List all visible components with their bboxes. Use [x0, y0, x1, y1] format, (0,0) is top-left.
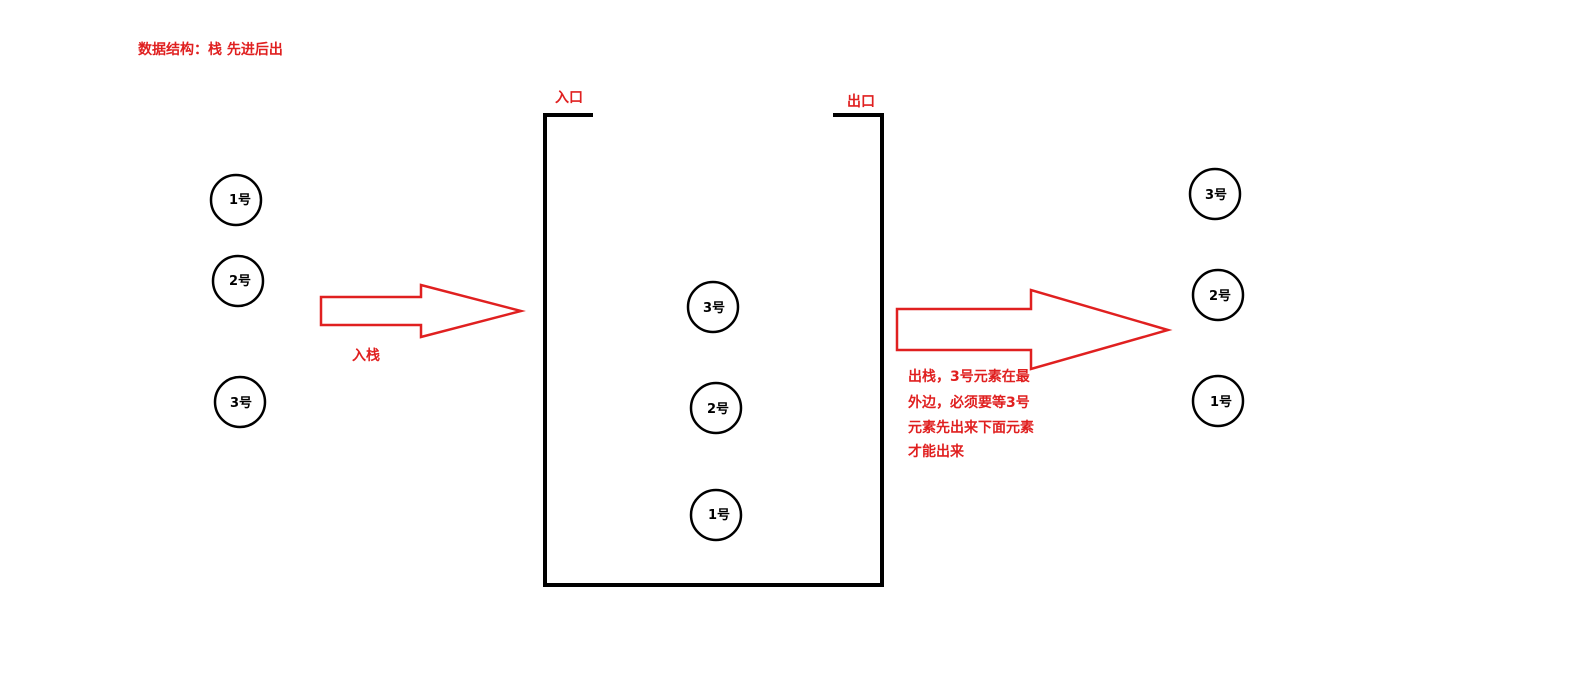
- output-ball: 3号: [1188, 167, 1242, 221]
- diagram-title: 数据结构：栈 先进后出: [138, 41, 283, 58]
- stack-container: [543, 113, 884, 587]
- push-label: 入栈: [352, 347, 380, 364]
- input-ball: 2号: [211, 254, 265, 308]
- input-ball-label: 2号: [229, 274, 251, 289]
- pop-note-line: 出栈，3号元素在最: [908, 368, 1031, 385]
- output-ball-label: 2号: [1209, 289, 1231, 304]
- output-ball-label: 1号: [1210, 395, 1232, 410]
- stack-ball: 3号: [686, 280, 740, 334]
- output-ball: 2号: [1191, 268, 1245, 322]
- input-ball-label: 3号: [230, 396, 252, 411]
- stack-ball-label: 1号: [708, 508, 730, 523]
- stack-ball-label: 2号: [707, 402, 729, 417]
- output-ball: 1号: [1191, 374, 1245, 428]
- input-ball: 3号: [213, 375, 267, 429]
- pop-note: 出栈，3号元素在最 外边，必须要等3号 元素先出来下面元素 才能出来: [908, 368, 1034, 460]
- pop-note-line: 才能出来: [908, 443, 965, 460]
- exit-label: 出口: [847, 93, 875, 110]
- input-ball-label: 1号: [229, 193, 251, 208]
- pop-arrow: [895, 288, 1173, 371]
- stack-ball: 2号: [689, 381, 743, 435]
- output-ball-label: 3号: [1205, 188, 1227, 203]
- stack-ball: 1号: [689, 488, 743, 542]
- pop-note-line: 外边，必须要等3号: [908, 394, 1030, 411]
- entrance-label: 入口: [555, 90, 583, 106]
- pop-note-line: 元素先出来下面元素: [908, 419, 1034, 436]
- push-arrow: [319, 283, 526, 339]
- input-ball: 1号: [209, 173, 263, 227]
- stack-ball-label: 3号: [703, 301, 725, 316]
